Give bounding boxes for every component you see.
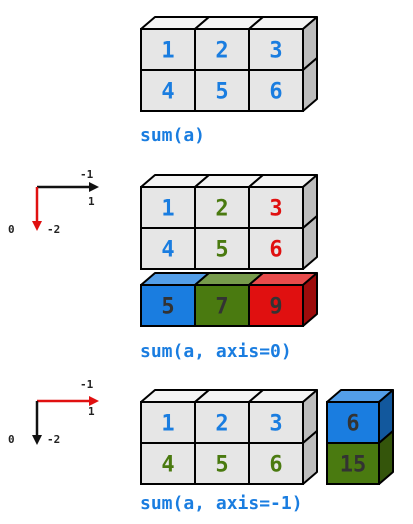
panel-2-grid-value: 2 xyxy=(215,196,228,221)
panel-3-grid-value: 3 xyxy=(269,411,282,436)
panel-2-array-grid: 1 2 3 4 5 6 xyxy=(140,174,318,270)
panel-1-array-grid: 1 2 3 4 5 6 xyxy=(140,16,318,112)
panel-2-grid-cell xyxy=(194,186,250,229)
panel-2-result-value: 5 xyxy=(161,294,174,319)
panel-2-grid-value: 4 xyxy=(161,237,174,262)
panel-3-result-column: 6 15 xyxy=(326,389,394,485)
panel-3-axis-label-neg2: -2 xyxy=(47,433,60,446)
panel-2-result-cell xyxy=(140,284,196,327)
vertical-axis-arrowhead xyxy=(32,435,42,445)
panel-3-grid-value: 1 xyxy=(161,411,174,436)
panel-2-grid-cell xyxy=(248,227,304,270)
panel-3-result-value: 6 xyxy=(346,411,359,436)
panel-3-grid-cell xyxy=(248,442,304,485)
panel-3-array-grid: 1 2 3 4 5 6 xyxy=(140,389,318,485)
panel-2-grid-cell xyxy=(248,186,304,229)
panel-1-grid-value: 3 xyxy=(269,38,282,63)
panel-1-grid-cell xyxy=(140,69,196,112)
panel-2-caption: sum(a, axis=0) xyxy=(140,341,292,362)
panel-3-axis-label-neg1: -1 xyxy=(80,378,94,391)
panel-3-caption: sum(a, axis=-1) xyxy=(140,493,303,514)
panel-3-result-cell xyxy=(326,442,380,485)
panel-1-grid-value: 2 xyxy=(215,38,228,63)
panel-3-grid-value: 6 xyxy=(269,452,282,477)
panel-2-axis-label-0: 0 xyxy=(8,223,15,236)
panel-1-grid-value: 5 xyxy=(215,79,228,104)
panel-2-axis-label-1: 1 xyxy=(88,195,95,208)
panel-2-grid-value: 3 xyxy=(269,196,282,221)
panel-2-grid-value: 1 xyxy=(161,196,174,221)
panel-3-axis-label-0: 0 xyxy=(8,433,15,446)
panel-3-axis-indicator xyxy=(32,396,99,445)
panel-3-grid-value: 2 xyxy=(215,411,228,436)
vertical-axis-arrowhead xyxy=(32,221,42,231)
panel-2-grid-value: 6 xyxy=(269,237,282,262)
panel-2-result-cell xyxy=(194,284,250,327)
panel-2-result-value: 9 xyxy=(269,294,282,319)
panel-2-axis-label-neg1: -1 xyxy=(80,168,94,181)
horizontal-axis-arrowhead xyxy=(89,396,99,406)
panel-1-grid-cell xyxy=(248,69,304,112)
panel-2-axis-label-neg2: -2 xyxy=(47,223,60,236)
panel-1-grid-value: 1 xyxy=(161,38,174,63)
panel-2-result-cell xyxy=(248,284,304,327)
panel-1-caption: sum(a) xyxy=(140,125,205,146)
panel-2-result-value: 7 xyxy=(215,294,228,319)
panel-1-grid-value: 6 xyxy=(269,79,282,104)
panel-2-axis-indicator xyxy=(32,182,99,231)
panel-3-grid-value: 5 xyxy=(215,452,228,477)
panel-3-result-value: 15 xyxy=(340,452,367,477)
panel-2-result-row: 5 7 9 xyxy=(140,272,318,327)
horizontal-axis-arrowhead xyxy=(89,182,99,192)
panel-1-grid-cell xyxy=(194,69,250,112)
panel-3-axis-label-1: 1 xyxy=(88,405,95,418)
panel-3-grid-cell xyxy=(194,401,250,444)
panel-1-grid-value: 4 xyxy=(161,79,174,104)
panel-2-grid-value: 5 xyxy=(215,237,228,262)
panel-2-grid-cell xyxy=(194,227,250,270)
panel-3-grid-value: 4 xyxy=(161,452,174,477)
panel-3-grid-cell xyxy=(248,401,304,444)
